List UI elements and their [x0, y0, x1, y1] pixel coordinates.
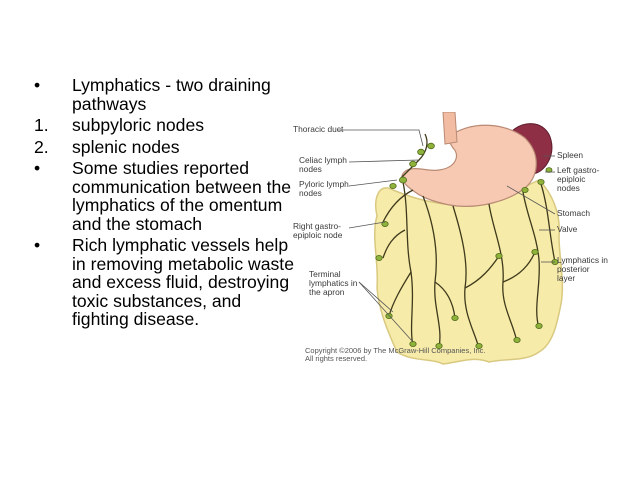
omentum-lymphatics-diagram: Thoracic duct Celiac lymph nodes Pyloric…: [293, 112, 621, 374]
stomach-shape: [401, 124, 537, 207]
bullet-text: subpyloric nodes: [72, 115, 205, 135]
esophagus-shape: [442, 112, 458, 145]
bullet-text: Some studies reported communication betw…: [72, 158, 292, 234]
lymphatic-vessels: [382, 181, 556, 349]
label-left-gastroepiploic-nodes: Left gastro- epiploic nodes: [557, 165, 600, 193]
bullet-marker: •: [34, 235, 41, 255]
copyright-notice: Copyright ©2006 by The McGraw-Hill Compa…: [305, 346, 486, 363]
label-pyloric-nodes: Pyloric lymph nodes: [299, 179, 349, 198]
bullet-text: Lymphatics - two draining pathways: [72, 75, 271, 114]
bullet-text: Rich lymphatic vessels help in removing …: [72, 235, 294, 329]
label-posterior-lymphatics: Lymphatics in posterior layer: [557, 255, 608, 283]
lymph-nodes: [375, 142, 559, 349]
diagram-illustration: [337, 112, 564, 365]
bullet-text: splenic nodes: [72, 136, 180, 157]
bullet-item: • Lymphatics - two draining pathways: [34, 76, 296, 113]
label-valve: Valve: [557, 224, 578, 234]
bullet-marker: 2.: [34, 136, 49, 157]
bullet-item: • Some studies reported communication bet…: [34, 159, 296, 233]
label-thoracic-duct: Thoracic duct: [293, 124, 344, 134]
bullet-marker: 1.: [34, 115, 49, 135]
label-right-gastroepiploic-node: Right gastro- epiploic node: [293, 221, 343, 240]
label-spleen: Spleen: [557, 150, 584, 160]
bullet-item: 2. splenic nodes: [34, 136, 296, 157]
bullet-list: • Lymphatics - two draining pathways 1. su…: [34, 76, 296, 332]
label-stomach: Stomach: [557, 208, 591, 218]
label-celiac-nodes: Celiac lymph nodes: [299, 155, 347, 174]
greater-omentum: [374, 179, 564, 365]
bullet-marker: •: [34, 158, 41, 178]
bullet-marker: •: [34, 75, 41, 95]
leader-lines: [337, 129, 556, 343]
bullet-item: • Rich lymphatic vessels help in removing…: [34, 236, 296, 329]
label-terminal-lymphatics: Terminal lymphatics in the apron: [309, 269, 358, 297]
bullet-item: 1. subpyloric nodes: [34, 116, 296, 135]
